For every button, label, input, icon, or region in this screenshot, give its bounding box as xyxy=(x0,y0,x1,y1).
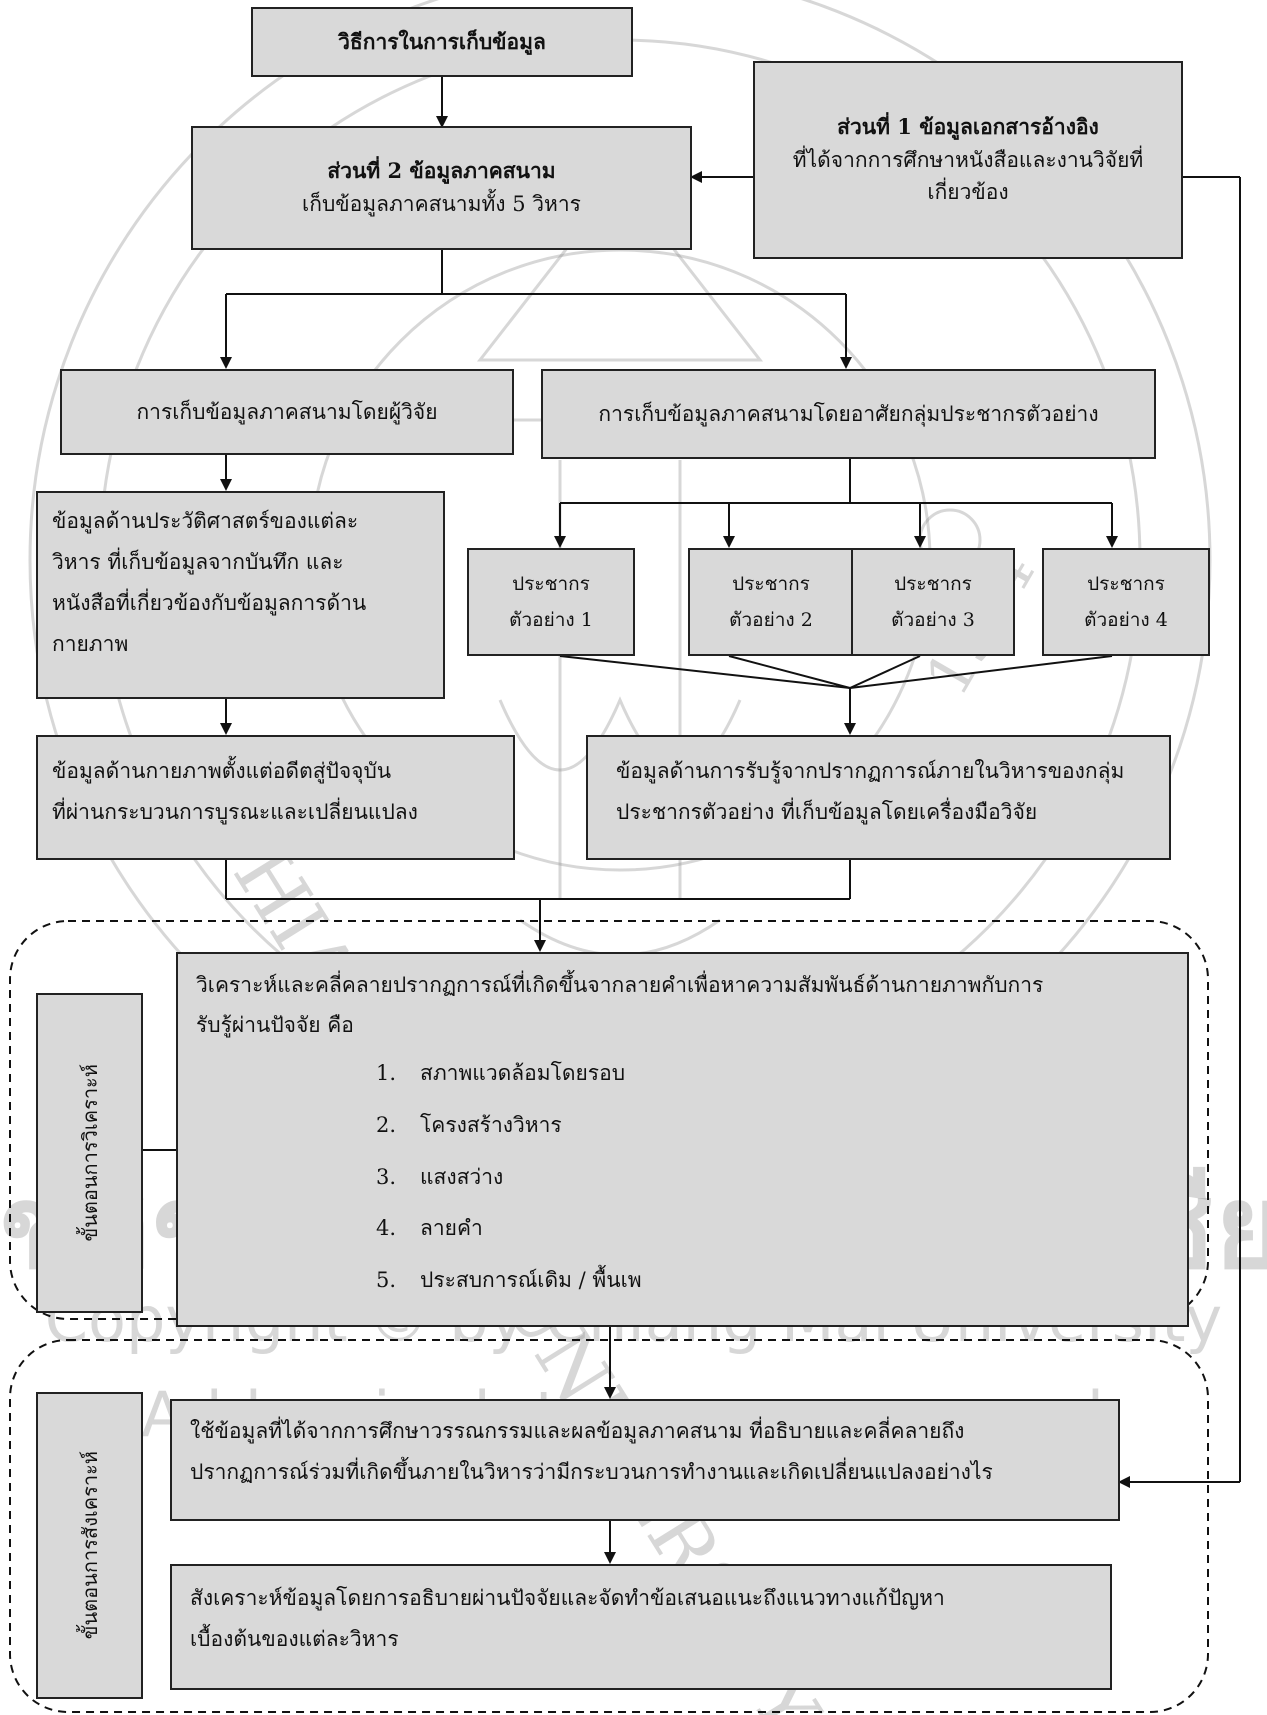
sample-3-line2: ตัวอย่าง 3 xyxy=(891,609,975,631)
synthesis-box-2: สังเคราะห์ข้อมูลโดยการอธิบายผ่านปัจจัยแล… xyxy=(170,1564,1112,1690)
part2-box: ส่วนที่ 2 ข้อมูลภาคสนาม เก็บข้อมูลภาคสนา… xyxy=(191,126,692,250)
part2-subtitle: เก็บข้อมูลภาคสนามทั้ง 5 วิหาร xyxy=(302,192,581,216)
history-line3: หนังสือที่เกี่ยวข้องกับข้อมูลการด้าน xyxy=(52,590,367,615)
sample-1-line1: ประชากร xyxy=(512,572,590,595)
synthesis-stage-group xyxy=(9,1339,1209,1713)
part1-box: ส่วนที่ 1 ข้อมูลเอกสารอ้างอิง ที่ได้จากก… xyxy=(753,61,1183,259)
analysis-factor-list: 1.สภาพแวดล้อมโดยรอบ 2.โครงสร้างวิหาร 3.แ… xyxy=(196,1054,1169,1301)
synthesis-stage-label: ขั้นตอนการสังเคราะห์ xyxy=(77,1451,102,1640)
analysis-box: วิเคราะห์และคลี่คลายปรากฏการณ์ที่เกิดขึ้… xyxy=(176,952,1189,1327)
physical-line2: ที่ผ่านกระบวนการบูรณะและเปลี่ยนแปลง xyxy=(52,799,418,824)
factor-item: 4.ลายคำ xyxy=(376,1216,483,1241)
sample-2-line2: ตัวอย่าง 2 xyxy=(729,609,813,631)
sample-1-line2: ตัวอย่าง 1 xyxy=(509,609,593,631)
title-box-label: วิธีการในการเก็บข้อมูล xyxy=(338,28,546,54)
factor-item: 1.สภาพแวดล้อมโดยรอบ xyxy=(376,1060,626,1085)
part1-line1: ที่ได้จากการศึกษาหนังสือและงานวิจัยที่ xyxy=(792,147,1144,172)
analysis-line1: วิเคราะห์และคลี่คลายปรากฏการณ์ที่เกิดขึ้… xyxy=(196,973,1044,997)
by-researcher-box: การเก็บข้อมูลภาคสนามโดยผู้วิจัย xyxy=(60,369,514,455)
history-line2: วิหาร ที่เก็บข้อมูลจากบันทึก และ xyxy=(52,549,344,574)
sample-4-line1: ประชากร xyxy=(1087,572,1165,595)
by-sample-label: การเก็บข้อมูลภาคสนามโดยอาศัยกลุ่มประชากร… xyxy=(598,401,1099,426)
synthesis-box-1: ใช้ข้อมูลที่ได้จากการศึกษาวรรณกรรมและผลข… xyxy=(170,1399,1120,1521)
sample-2-line1: ประชากร xyxy=(732,572,810,595)
synthesis-stage-label-box: ขั้นตอนการสังเคราะห์ xyxy=(36,1392,143,1699)
part2-title: ส่วนที่ 2 ข้อมูลภาคสนาม xyxy=(327,158,556,184)
title-box: วิธีการในการเก็บข้อมูล xyxy=(251,7,633,77)
synthesis-box1-line1: ใช้ข้อมูลที่ได้จากการศึกษาวรรณกรรมและผลข… xyxy=(190,1419,965,1443)
sample-box-3: ประชากร ตัวอย่าง 3 xyxy=(851,548,1015,656)
sample-3-line1: ประชากร xyxy=(894,572,972,595)
history-line1: ข้อมูลด้านประวัติศาสตร์ของแต่ละ xyxy=(52,509,359,533)
perception-box: ข้อมูลด้านการรับรู้จากปรากฏการณ์ภายในวิห… xyxy=(586,735,1171,860)
synthesis-box2-line2: เบื้องต้นของแต่ละวิหาร xyxy=(190,1626,399,1651)
factor-item: 5.ประสบการณ์เดิม / พื้นเพ xyxy=(376,1268,642,1293)
synthesis-box1-line2: ปรากฏการณ์ร่วมที่เกิดขึ้นภายในวิหารว่ามี… xyxy=(190,1459,993,1484)
sample-box-4: ประชากร ตัวอย่าง 4 xyxy=(1042,548,1210,656)
part1-title: ส่วนที่ 1 ข้อมูลเอกสารอ้างอิง xyxy=(837,114,1099,140)
history-box: ข้อมูลด้านประวัติศาสตร์ของแต่ละ วิหาร ที… xyxy=(36,491,445,699)
physical-box: ข้อมูลด้านกายภาพตั้งแต่อดีตสู่ปัจจุบัน ท… xyxy=(36,735,515,860)
physical-line1: ข้อมูลด้านกายภาพตั้งแต่อดีตสู่ปัจจุบัน xyxy=(52,759,392,783)
by-sample-box: การเก็บข้อมูลภาคสนามโดยอาศัยกลุ่มประชากร… xyxy=(541,369,1156,459)
history-line4: กายภาพ xyxy=(52,631,129,656)
analysis-line2: รับรู้ผ่านปัจจัย คือ xyxy=(196,1012,354,1037)
perception-line1: ข้อมูลด้านการรับรู้จากปรากฏการณ์ภายในวิห… xyxy=(616,759,1125,783)
sample-4-line2: ตัวอย่าง 4 xyxy=(1084,609,1168,631)
synthesis-box2-line1: สังเคราะห์ข้อมูลโดยการอธิบายผ่านปัจจัยแล… xyxy=(190,1586,945,1610)
perception-line2: ประชากรตัวอย่าง ที่เก็บข้อมูลโดยเครื่องม… xyxy=(616,799,1038,824)
sample-box-2: ประชากร ตัวอย่าง 2 xyxy=(688,548,854,656)
factor-item: 3.แสงสว่าง xyxy=(376,1164,504,1189)
factor-item: 2.โครงสร้างวิหาร xyxy=(376,1112,562,1137)
analysis-stage-label: ขั้นตอนการวิเคราะห์ xyxy=(77,1064,102,1242)
by-researcher-label: การเก็บข้อมูลภาคสนามโดยผู้วิจัย xyxy=(136,399,438,424)
analysis-stage-label-box: ขั้นตอนการวิเคราะห์ xyxy=(36,993,143,1313)
part1-line2: เกี่ยวข้อง xyxy=(927,180,1009,205)
sample-box-1: ประชากร ตัวอย่าง 1 xyxy=(467,548,635,656)
